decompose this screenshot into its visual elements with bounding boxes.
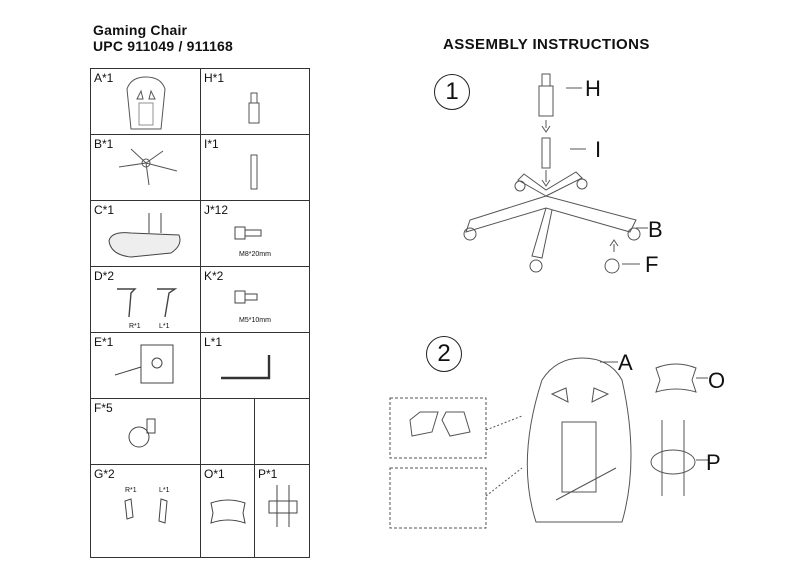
cover-left: L*1 [159,487,170,494]
caster-icon [128,418,156,448]
callout-f: F [645,252,659,277]
callout-i: I [595,137,602,162]
side-cover-icon [124,498,168,524]
part-cell-p: P*1 [254,464,310,558]
part-label-a: A*1 [94,71,114,85]
part-label-b: B*1 [94,137,114,151]
part-cell-l: L*1 [200,332,310,399]
lumbar-pillow-icon [268,485,298,527]
step-2-number: 2 [426,336,462,372]
part-label-l: L*1 [204,335,223,349]
step-2-diagram [389,357,708,529]
hex-key-icon [221,355,271,380]
armrest-left: L*1 [159,323,170,330]
chair-back-icon [126,76,166,130]
bolt-m8-size: M8*20mm [239,251,271,258]
callout-b: B [648,217,663,242]
part-cell-a: A*1 [90,68,201,135]
armrest-icon [117,288,178,318]
part-cell-d: D*2 R*1 L*1 [90,266,201,333]
part-label-d: D*2 [94,269,115,283]
star-base-icon [118,148,178,186]
step-1-number: 1 [434,74,470,110]
part-cell-h: H*1 [200,68,310,135]
part-label-e: E*1 [94,335,114,349]
callout-p: P [706,450,721,475]
part-cell-j: J*12 M8*20mm [200,200,310,267]
part-label-k: K*2 [204,269,224,283]
part-label-g: G*2 [94,467,115,481]
part-cell-e: E*1 [90,332,201,399]
gas-lift-icon [248,92,260,124]
seat-icon [108,213,181,258]
callout-a: A [618,350,633,375]
armrest-right: R*1 [129,323,141,330]
part-cell-c: C*1 [90,200,201,267]
part-cell-i: I*1 [200,134,310,201]
parts-table: A*1 H*1 B*1 I*1 C*1 [90,68,310,558]
upc-code: UPC 911049 / 911168 [93,38,234,54]
mechanism-icon [114,344,174,384]
bolt-m8-icon [234,226,262,240]
part-cell-b: B*1 [90,134,201,201]
part-cell-g: G*2 R*1 L*1 [90,464,201,558]
callout-h: H [585,76,601,101]
product-title: Gaming Chair [93,22,188,38]
cover-tube-icon [250,154,258,190]
bolt-m5-icon [234,290,258,304]
part-cell-empty-2 [254,398,310,465]
callout-o: O [708,368,726,393]
part-cell-o: O*1 [200,464,255,558]
part-cell-f: F*5 [90,398,201,465]
assembly-heading: ASSEMBLY INSTRUCTIONS [443,36,650,53]
part-label-p: P*1 [258,467,278,481]
cover-right: R*1 [125,487,137,494]
step-1-diagram [463,73,648,274]
part-label-h: H*1 [204,71,225,85]
bolt-m5-size: M5*10mm [239,317,271,324]
part-label-f: F*5 [94,401,113,415]
part-cell-empty-1 [200,398,255,465]
head-pillow-icon [210,499,246,524]
part-label-j: J*12 [204,203,229,217]
part-cell-k: K*2 M5*10mm [200,266,310,333]
part-label-o: O*1 [204,467,225,481]
part-label-i: I*1 [204,137,219,151]
part-label-c: C*1 [94,203,115,217]
